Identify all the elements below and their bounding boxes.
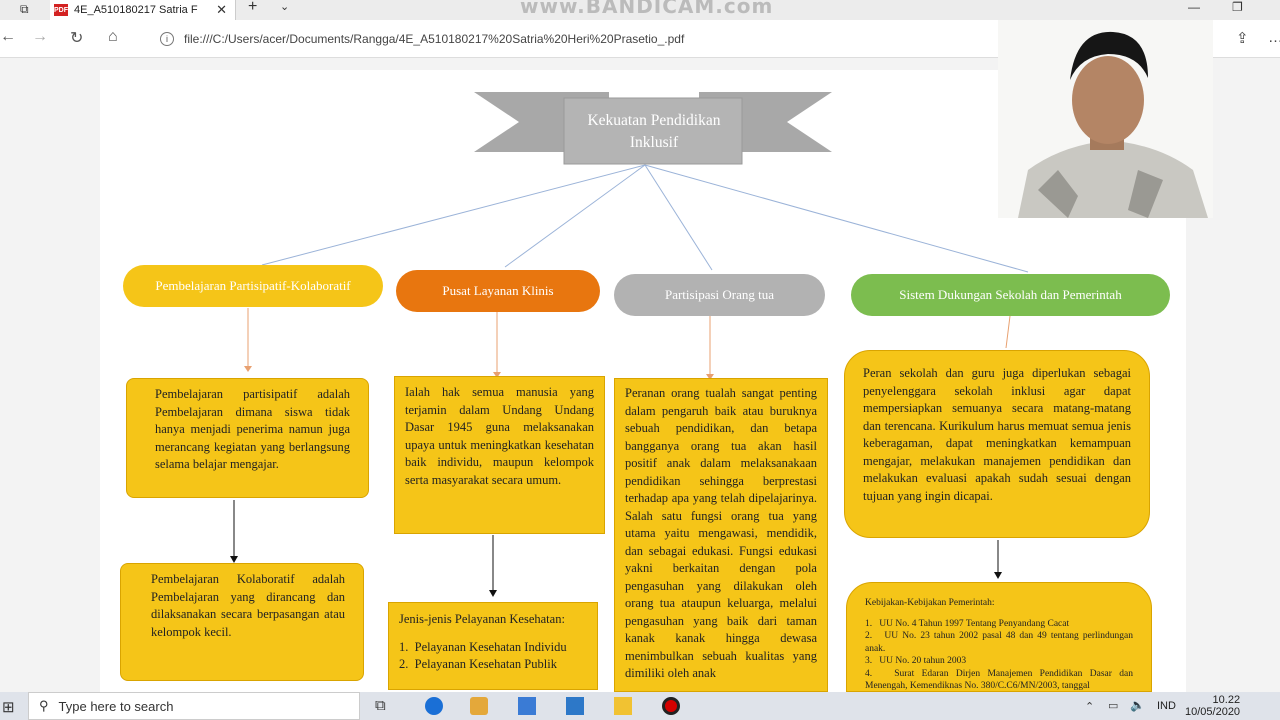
close-tab-icon[interactable]: ✕ (216, 2, 227, 17)
health-services-title: Jenis-jenis Pelayanan Kesehatan: (399, 612, 565, 626)
participatory-text: Pembelajaran partisipatif adalah Pembela… (155, 387, 350, 471)
share-icon[interactable]: ⇪ (1236, 30, 1249, 47)
media-player-icon[interactable] (470, 697, 488, 715)
health-service-label: Pelayanan Kesehatan Individu (414, 639, 567, 654)
government-label: UU No. 20 tahun 2003 (879, 656, 967, 666)
edge-icon[interactable] (425, 697, 443, 715)
webcam-overlay (998, 20, 1213, 218)
parents-text: Peranan orang tualah sangat penting dala… (625, 386, 817, 680)
more-icon[interactable]: … (1268, 29, 1280, 46)
pdf-icon: PDF (54, 4, 68, 16)
health-service-label: Pelayanan Kesehatan Publik (414, 657, 557, 671)
volume-icon[interactable]: 🔈 (1130, 698, 1145, 712)
address-text: file:///C:/Users/acer/Documents/Rangga/4… (184, 32, 685, 46)
category-label: Sistem Dukungan Sekolah dan Pemerintah (899, 287, 1122, 302)
health-service-item: 1. Pelayanan Kesehatan Individu (399, 639, 567, 654)
diagram-title: Kekuatan Pendidikan Inklusif (587, 112, 721, 151)
refresh-icon[interactable]: ↻ (70, 30, 84, 47)
collaborative-scroll: Pembelajaran Kolaboratif adalah Pembelaj… (120, 563, 364, 681)
government-item: 4. Surat Edaran Dirjen Manajemen Pendidi… (865, 668, 1133, 692)
government-label: Surat Edaran Dirjen Manajemen Pendidikan… (865, 668, 1133, 692)
government-item: 1. UU No. 4 Tahun 1997 Tentang Penyandan… (865, 618, 1070, 629)
new-tab-button[interactable]: + (248, 0, 258, 15)
clock-time: 10.22 (1212, 694, 1241, 706)
mail-icon[interactable] (566, 697, 584, 715)
battery-icon[interactable]: ▭ (1108, 700, 1119, 712)
chevron-up-icon[interactable]: ⌃ (1085, 701, 1095, 713)
government-box: Kebijakan-Kebijakan Pemerintah: 1. UU No… (846, 582, 1152, 692)
government-title: Kebijakan-Kebijakan Pemerintah: (865, 598, 995, 608)
language-indicator[interactable]: IND (1157, 700, 1176, 712)
parents-box: Peranan orang tualah sangat penting dala… (614, 378, 828, 692)
search-icon: ⚲ (39, 698, 49, 713)
store-icon[interactable] (518, 697, 536, 715)
address-bar[interactable]: i file:///C:/Users/acer/Documents/Rangga… (160, 27, 1060, 51)
clock-date: 10/05/2020 (1185, 706, 1241, 718)
taskbar-clock[interactable]: 10.22 10/05/2020 (1185, 694, 1240, 718)
restore-icon[interactable]: ❐ (1232, 0, 1243, 14)
school-box: Peran sekolah dan guru juga diperlukan s… (844, 350, 1150, 538)
presenter-image (998, 20, 1213, 218)
minimize-icon[interactable]: — (1188, 0, 1200, 14)
back-icon[interactable]: ← (0, 28, 16, 45)
title-ribbon (474, 92, 832, 165)
home-icon[interactable]: ⌂ (108, 28, 118, 45)
category-pill: Pembelajaran Partisipatif-Kolaboratif (123, 265, 383, 307)
search-placeholder: Type here to search (58, 698, 174, 714)
windows-start-icon[interactable]: ⊞ (2, 699, 15, 716)
government-item: 3. UU No. 20 tahun 2003 (865, 656, 967, 666)
health-service-item: 2. Pelayanan Kesehatan Publik (399, 657, 557, 671)
tab-actions-icon[interactable]: ⧉ (20, 2, 29, 16)
info-icon: i (160, 32, 174, 46)
record-icon[interactable] (662, 697, 680, 715)
government-label: UU No. 23 tahun 2002 pasal 48 dan 49 ten… (865, 631, 1134, 654)
browser-titlebar (0, 0, 1280, 20)
government-label: UU No. 4 Tahun 1997 Tentang Penyandang C… (879, 618, 1070, 629)
category-label: Pembelajaran Partisipatif-Kolaboratif (155, 278, 351, 293)
category-pill: Pusat Layanan Klinis (396, 270, 600, 312)
browser-tab[interactable]: PDF 4E_A510180217 Satria F ✕ (50, 0, 236, 20)
participatory-scroll: Pembelajaran partisipatif adalah Pembela… (126, 378, 369, 498)
category-pill: Partisipasi Orang tua (614, 274, 825, 316)
category-pill: Sistem Dukungan Sekolah dan Pemerintah (851, 274, 1170, 316)
category-label: Pusat Layanan Klinis (442, 283, 554, 298)
bandicam-watermark: www.BANDICAM.com (520, 0, 774, 18)
forward-icon[interactable]: → (32, 28, 48, 45)
category-label: Partisipasi Orang tua (664, 287, 775, 302)
chevron-down-icon[interactable]: ⌄ (280, 1, 290, 13)
health-services-box: Jenis-jenis Pelayanan Kesehatan: 1. Pela… (388, 602, 598, 690)
task-view-icon[interactable]: ⧉ (375, 697, 386, 714)
school-text: Peran sekolah dan guru juga diperlukan s… (863, 366, 1131, 503)
government-item: 2. UU No. 23 tahun 2002 pasal 48 dan 49 … (865, 631, 1134, 654)
tab-title: 4E_A510180217 Satria F (74, 4, 198, 16)
clinic-box: Ialah hak semua manusia yang terjamin da… (394, 376, 605, 534)
collaborative-text: Pembelajaran Kolaboratif adalah Pembelaj… (151, 572, 345, 639)
clinic-text: Ialah hak semua manusia yang terjamin da… (405, 385, 594, 487)
taskbar-search[interactable]: ⚲ Type here to search (28, 692, 360, 720)
file-explorer-icon[interactable] (614, 697, 632, 715)
